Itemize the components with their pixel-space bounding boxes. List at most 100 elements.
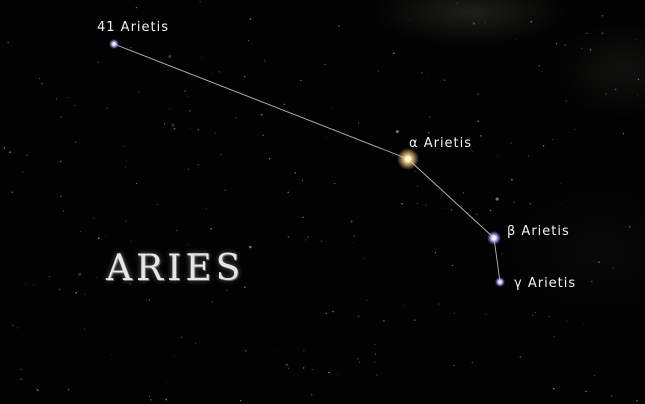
- background-star: [417, 185, 419, 187]
- background-star: [147, 278, 149, 280]
- background-star: [437, 303, 440, 305]
- background-star: [20, 369, 22, 371]
- background-star: [283, 103, 286, 106]
- background-star: [74, 141, 77, 143]
- background-star: [3, 147, 6, 149]
- background-star: [553, 387, 555, 390]
- background-star: [328, 371, 330, 374]
- background-star: [157, 204, 159, 206]
- background-star: [591, 281, 593, 283]
- background-star: [453, 312, 456, 314]
- background-stars: [3, 1, 640, 402]
- background-star: [211, 301, 214, 303]
- background-star: [332, 310, 335, 313]
- background-star: [22, 171, 24, 173]
- background-star: [434, 252, 437, 254]
- background-star: [337, 373, 338, 375]
- background-star: [75, 291, 78, 294]
- background-star: [456, 2, 458, 4]
- background-star: [610, 395, 613, 397]
- background-star: [218, 114, 220, 115]
- background-star: [374, 344, 376, 346]
- background-star: [532, 314, 534, 316]
- background-star: [106, 107, 109, 110]
- background-star: [197, 164, 199, 166]
- background-star: [501, 253, 503, 255]
- background-star: [220, 153, 222, 156]
- background-star: [425, 204, 427, 206]
- background-star: [535, 311, 537, 313]
- background-star: [36, 389, 39, 392]
- background-star: [574, 129, 576, 130]
- background-star: [245, 350, 247, 352]
- background-star: [511, 178, 513, 181]
- label-alpha-arietis: α Arietis: [409, 136, 473, 151]
- background-star: [594, 375, 596, 376]
- background-star: [195, 342, 197, 344]
- background-star: [184, 90, 186, 92]
- background-star: [311, 368, 313, 370]
- background-star: [171, 123, 175, 127]
- background-star: [148, 395, 150, 398]
- background-star: [477, 93, 479, 95]
- background-star: [439, 148, 441, 150]
- background-star: [268, 158, 271, 160]
- background-star: [110, 354, 112, 355]
- background-star: [324, 63, 326, 65]
- background-star: [513, 201, 515, 203]
- label-gamma-arietis: γ Arietis: [514, 276, 577, 291]
- background-star: [9, 151, 11, 154]
- background-star: [168, 55, 172, 58]
- background-star: [126, 160, 128, 162]
- background-star: [211, 73, 214, 75]
- background-star: [180, 336, 183, 339]
- background-star: [353, 235, 356, 238]
- background-star: [527, 155, 530, 157]
- background-star: [247, 40, 249, 42]
- background-star: [123, 145, 125, 147]
- background-star: [497, 155, 499, 158]
- background-star: [138, 91, 140, 93]
- background-star: [622, 133, 625, 135]
- background-star: [164, 123, 166, 125]
- background-star: [58, 289, 60, 291]
- background-star: [551, 139, 553, 141]
- background-star: [414, 170, 416, 172]
- background-star: [300, 79, 302, 82]
- background-star: [350, 220, 353, 223]
- background-star: [383, 320, 385, 322]
- background-star: [429, 116, 431, 118]
- background-star: [302, 349, 305, 352]
- background-star: [555, 43, 558, 45]
- background-star: [403, 305, 405, 307]
- background-star: [515, 38, 517, 40]
- background-star: [67, 388, 70, 391]
- background-star: [310, 393, 313, 396]
- background-star: [78, 272, 82, 276]
- background-star: [97, 237, 100, 240]
- background-star: [25, 282, 26, 284]
- background-star: [150, 399, 152, 401]
- background-star: [205, 208, 207, 210]
- background-star: [186, 95, 189, 97]
- background-star: [392, 52, 395, 55]
- background-star: [421, 72, 423, 74]
- background-star: [541, 70, 542, 72]
- background-star: [352, 241, 354, 243]
- background-star: [74, 104, 76, 107]
- background-star: [12, 324, 14, 327]
- background-star: [473, 22, 475, 25]
- background-star: [98, 61, 100, 63]
- background-star: [20, 378, 22, 380]
- background-star: [84, 293, 86, 295]
- star-beta-arietis: [487, 231, 501, 245]
- background-star: [199, 1, 201, 3]
- background-star: [612, 267, 614, 269]
- background-star: [334, 182, 336, 185]
- background-star: [262, 134, 264, 137]
- background-star: [559, 183, 561, 185]
- background-star: [210, 227, 212, 230]
- background-star: [605, 93, 607, 95]
